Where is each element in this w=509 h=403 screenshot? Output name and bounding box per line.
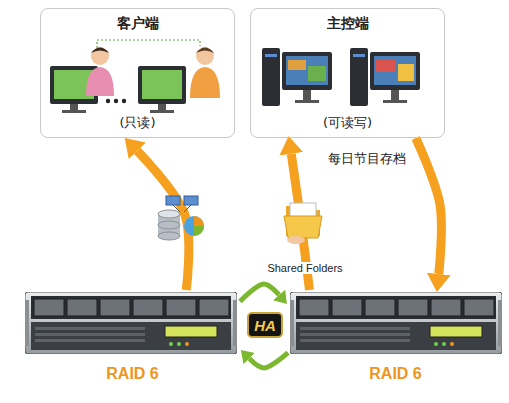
master-illustration-part <box>308 66 326 81</box>
client-illustration-part <box>150 110 174 113</box>
database-icon-part <box>158 232 180 240</box>
client-illustration-part <box>158 104 166 110</box>
panel-title: 主控端 <box>327 15 369 33</box>
master-illustration-part <box>286 56 328 85</box>
client-illustration-part <box>196 47 214 65</box>
master-panel: 主控端 (可读写) <box>250 8 445 138</box>
client-illustration-part <box>97 40 200 52</box>
database-icon-part <box>158 210 180 218</box>
client-illustration-part <box>86 67 114 96</box>
database-icon-part <box>194 226 204 236</box>
client-illustration-part <box>142 70 182 99</box>
master-illustration-part <box>376 60 396 72</box>
client-illustration <box>50 40 220 113</box>
ha-sync-arrow <box>240 284 279 301</box>
client-panel: 客户端 (只读) <box>40 8 235 138</box>
raid-label: RAID 6 <box>106 365 158 383</box>
master-illustration-part <box>288 60 306 70</box>
master-illustration-part <box>353 54 365 57</box>
master-illustration-part <box>391 90 399 100</box>
raid-label: RAID 6 <box>369 365 421 383</box>
database-icon-part <box>184 216 204 236</box>
database-icon-part <box>184 196 198 205</box>
raid-server: RAID 6 <box>288 290 503 385</box>
panel-note: (可读写) <box>323 114 372 132</box>
panel-title: 客户端 <box>117 15 159 33</box>
client-illustration-part <box>114 99 118 103</box>
client-illustration-part <box>91 47 109 65</box>
database-icon-part <box>166 196 180 205</box>
master-illustration <box>262 48 420 106</box>
edge-label: 每日节目存档 <box>326 150 408 168</box>
rack-servers <box>25 292 502 354</box>
database-icon-part <box>194 216 204 226</box>
shared-folder-icon <box>284 203 322 244</box>
master-illustration-part <box>303 90 311 100</box>
panel-note: (只读) <box>119 114 155 132</box>
rack-servers-part <box>25 292 237 354</box>
client-illustration-part <box>91 48 109 54</box>
client-illustration-part <box>190 67 220 98</box>
client-illustration-part <box>122 99 126 103</box>
database-icon-part <box>158 221 180 229</box>
client-illustration-part <box>62 110 86 113</box>
shared-folder-icon-part <box>284 216 322 238</box>
master-illustration-part <box>262 48 280 106</box>
raid-server: RAID 6 <box>25 290 240 385</box>
edge-label: Shared Folders <box>265 262 344 274</box>
data-flow-arrow <box>416 138 442 274</box>
database-icon-part <box>184 205 191 212</box>
master-illustration-part <box>295 100 319 103</box>
master-illustration-part <box>350 48 368 106</box>
master-illustration-part <box>383 100 407 103</box>
ha-sync-arrow <box>249 353 288 368</box>
client-illustration-part <box>106 99 110 103</box>
master-illustration-part <box>374 56 416 85</box>
shared-folder-icon-part <box>287 236 305 244</box>
master-illustration-part <box>282 52 332 90</box>
data-flow-arrow <box>137 151 189 290</box>
master-illustration-part <box>370 52 420 90</box>
ha-badge: HA <box>247 312 283 338</box>
master-illustration-part <box>265 54 277 57</box>
database-icon <box>158 196 204 240</box>
master-illustration-part <box>398 64 414 81</box>
client-illustration-part <box>196 48 214 54</box>
client-illustration-part <box>138 66 186 104</box>
rack-servers-part <box>290 292 502 354</box>
client-illustration-part <box>70 104 78 110</box>
